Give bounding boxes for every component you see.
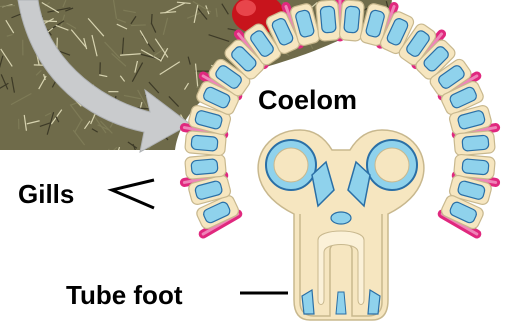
gills-label: Gills [18,179,74,209]
ambulacral-plate [454,131,496,156]
tube-foot-label: Tube foot [66,280,183,310]
coelom-label: Coelom [258,85,357,115]
ambulacral-plate [316,0,341,41]
ambulacral-plate [185,154,227,179]
gills-pointer-lines [112,180,154,208]
